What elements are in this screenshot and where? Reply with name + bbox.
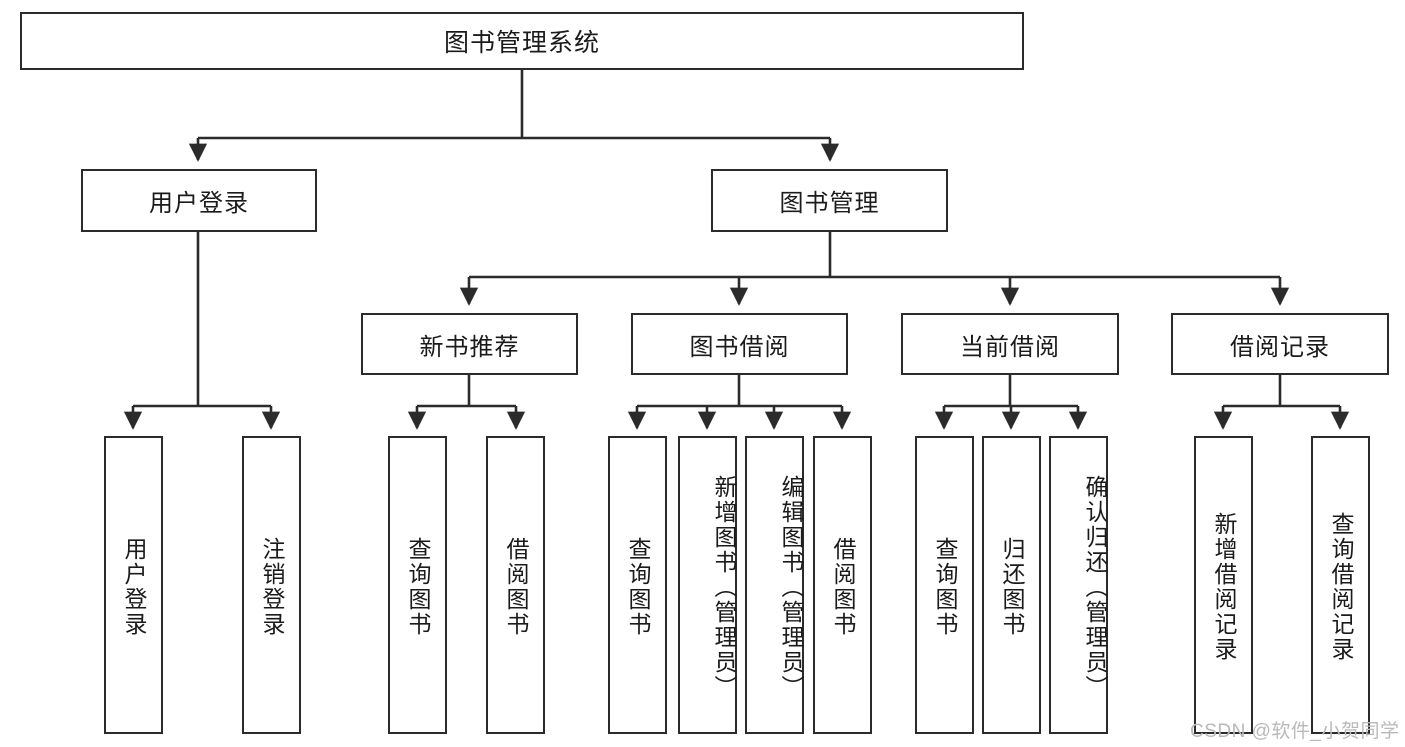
node-leaf-borrow-book-1[interactable]: 借阅图书 xyxy=(486,436,545,734)
node-leaf-return-book[interactable]: 归还图书 xyxy=(982,436,1041,734)
node-leaf-query-book-2-label: 查询图书 xyxy=(625,537,651,637)
node-leaf-confirm-return-admin-label: 确认归还（管理员） xyxy=(1082,474,1108,700)
node-book-borrow-label: 图书借阅 xyxy=(689,333,790,361)
node-current-borrow-label: 当前借阅 xyxy=(960,333,1060,361)
node-leaf-add-book-admin[interactable]: 新增图书（管理员） xyxy=(678,436,737,734)
node-leaf-add-borrow-record[interactable]: 新增借阅记录 xyxy=(1194,436,1253,734)
node-leaf-confirm-return-admin[interactable]: 确认归还（管理员） xyxy=(1049,436,1108,734)
node-user-login[interactable]: 用户登录 xyxy=(81,169,317,232)
node-leaf-query-book-1[interactable]: 查询图书 xyxy=(388,436,447,734)
node-leaf-edit-book-admin-label: 编辑图书（管理员） xyxy=(778,474,804,700)
node-leaf-query-book-3-label: 查询图书 xyxy=(932,537,958,637)
node-leaf-query-book-2[interactable]: 查询图书 xyxy=(608,436,667,734)
node-leaf-borrow-book-2-label: 借阅图书 xyxy=(830,537,856,637)
node-leaf-user-logout[interactable]: 注销登录 xyxy=(242,436,301,734)
node-book-borrow[interactable]: 图书借阅 xyxy=(631,313,848,375)
node-borrow-record[interactable]: 借阅记录 xyxy=(1171,313,1389,375)
node-book-manage[interactable]: 图书管理 xyxy=(711,169,948,232)
node-leaf-add-borrow-record-label: 新增借阅记录 xyxy=(1211,512,1237,662)
node-book-manage-label: 图书管理 xyxy=(779,190,880,217)
node-root-system[interactable]: 图书管理系统 xyxy=(20,12,1024,70)
node-new-book-recommend-label: 新书推荐 xyxy=(419,333,520,361)
node-current-borrow[interactable]: 当前借阅 xyxy=(901,313,1119,375)
node-leaf-return-book-label: 归还图书 xyxy=(999,537,1025,637)
node-leaf-query-book-1-label: 查询图书 xyxy=(405,537,431,637)
node-leaf-borrow-book-2[interactable]: 借阅图书 xyxy=(813,436,872,734)
node-leaf-borrow-book-1-label: 借阅图书 xyxy=(503,537,529,637)
node-borrow-record-label: 借阅记录 xyxy=(1230,333,1330,361)
node-leaf-query-borrow-record[interactable]: 查询借阅记录 xyxy=(1311,436,1370,734)
node-leaf-add-book-admin-label: 新增图书（管理员） xyxy=(711,474,737,700)
node-leaf-edit-book-admin[interactable]: 编辑图书（管理员） xyxy=(745,436,804,734)
node-leaf-user-login-label: 用户登录 xyxy=(121,537,147,637)
node-leaf-user-login[interactable]: 用户登录 xyxy=(104,436,163,734)
node-root-label: 图书管理系统 xyxy=(443,29,600,57)
node-leaf-query-book-3[interactable]: 查询图书 xyxy=(915,436,974,734)
node-leaf-user-logout-label: 注销登录 xyxy=(259,537,285,637)
node-leaf-query-borrow-record-label: 查询借阅记录 xyxy=(1328,512,1354,662)
node-new-book-recommend[interactable]: 新书推荐 xyxy=(361,313,578,375)
node-user-login-label: 用户登录 xyxy=(149,190,249,217)
